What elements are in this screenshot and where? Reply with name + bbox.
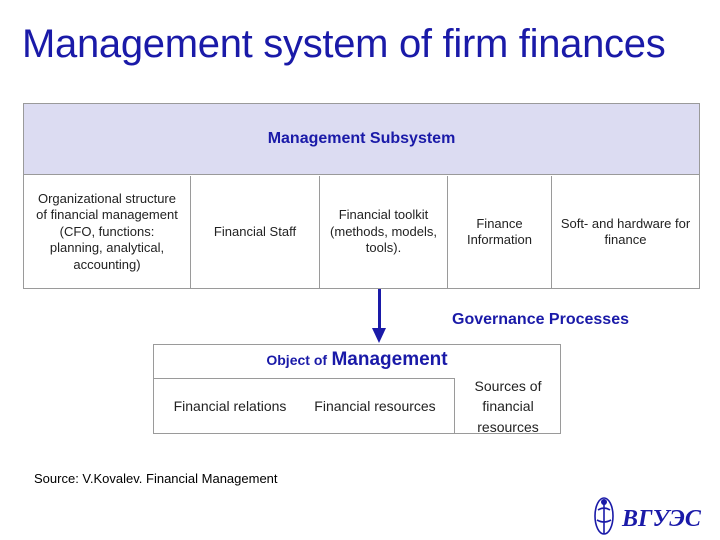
- object-title-prefix: Object of: [266, 352, 328, 368]
- cell-financial-resources: Financial resources: [314, 398, 436, 414]
- cell-text-line: tools).: [365, 240, 402, 256]
- object-divider-horizontal: [154, 378, 454, 379]
- logo-emblem-head: [601, 499, 607, 505]
- cell-text-line: Soft- and hardware for: [560, 215, 691, 231]
- cell-sources-financial-resources: Sources of financial resources: [456, 376, 560, 437]
- logo-emblem-detail: [596, 500, 612, 534]
- cell-text-line: (CFO, functions:: [59, 223, 155, 239]
- management-subsystem-title: Management Subsystem: [267, 130, 456, 147]
- cell-financial-staff: Financial Staff: [191, 176, 320, 288]
- object-divider-vertical: [454, 378, 455, 433]
- cell-text-line: Financial Staff: [213, 223, 297, 239]
- governance-processes-label: Governance Processes: [452, 311, 629, 328]
- cell-text-line: financial: [482, 398, 534, 415]
- cell-text-line: of financial management: [36, 207, 178, 223]
- slide-title: Management system of firm finances: [22, 22, 666, 66]
- governance-arrow-head: [372, 328, 386, 343]
- management-subsystem-header: Management Subsystem: [24, 104, 699, 175]
- object-of-management-title: Object of Management: [154, 349, 560, 371]
- cell-finance-information: Finance Information: [448, 176, 552, 288]
- cell-text-line: Finance: [476, 215, 523, 231]
- cell-text-line: finance: [604, 232, 647, 247]
- management-subsystem-box: Management Subsystem Organizational stru…: [23, 103, 700, 289]
- cell-soft-hardware: Soft- and hardware for finance: [552, 176, 699, 288]
- cell-text-line: Organizational structure: [37, 191, 176, 207]
- cell-financial-toolkit: Financial toolkit (methods, models, tool…: [320, 176, 448, 288]
- object-title-main: Management: [331, 349, 448, 370]
- cell-text-line: Information: [466, 232, 533, 247]
- cell-text-line: resources: [477, 418, 539, 435]
- source-citation: Source: V.Kovalev. Financial Management: [34, 471, 278, 486]
- cell-text-line: Financial toolkit: [338, 207, 429, 223]
- object-of-management-box: Object of Management Financial relations…: [153, 344, 561, 437]
- cell-text-line: planning, analytical,: [49, 240, 165, 256]
- cell-organizational-structure: Organizational structure of financial ma…: [24, 176, 191, 288]
- cell-text-line: (methods, models,: [330, 223, 437, 239]
- cell-financial-relations: Financial relations: [173, 398, 287, 414]
- cell-text-line: Sources of: [474, 378, 542, 394]
- governance-arrow-shaft: [378, 289, 381, 329]
- cell-text-line: accounting): [73, 256, 141, 272]
- logo-wordmark: ВГУЭС: [621, 506, 702, 532]
- university-logo: ВГУЭС: [594, 497, 702, 535]
